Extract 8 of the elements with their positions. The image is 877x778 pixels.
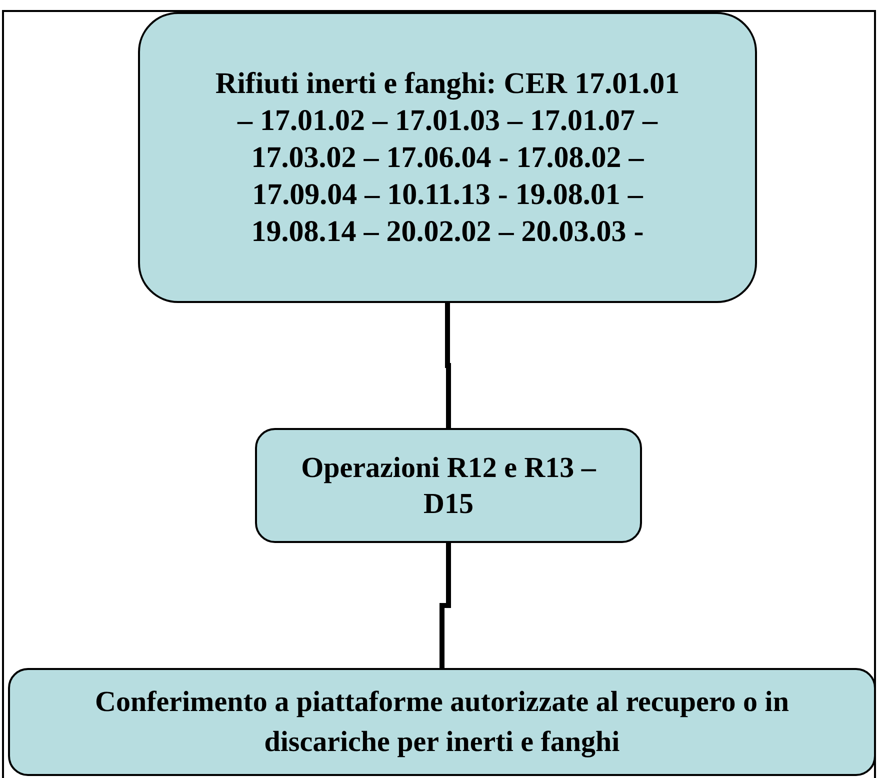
connector-line <box>440 543 451 668</box>
box-text: Operazioni R12 e R13 – D15 <box>300 450 597 522</box>
box-text: Rifiuti inerti e fanghi: CER 17.01.01 – 17.01.02 – 17.01.03 – 17.01.07 – 17.03.02 – 17.06.04 - 17.08.02 – 17.09.04 – 10.11.13 - 19.08.01 – 19.08.14 – 20.02.02 – 20.03.03 - <box>214 66 681 250</box>
process-box <box>138 12 757 303</box>
process-box <box>8 668 876 776</box>
process-box <box>255 428 642 543</box>
connector-line <box>445 303 451 428</box>
box-text: Conferimento a piattaforme autorizzate al recupero o in discariche per inerti e fanghi <box>94 685 790 760</box>
